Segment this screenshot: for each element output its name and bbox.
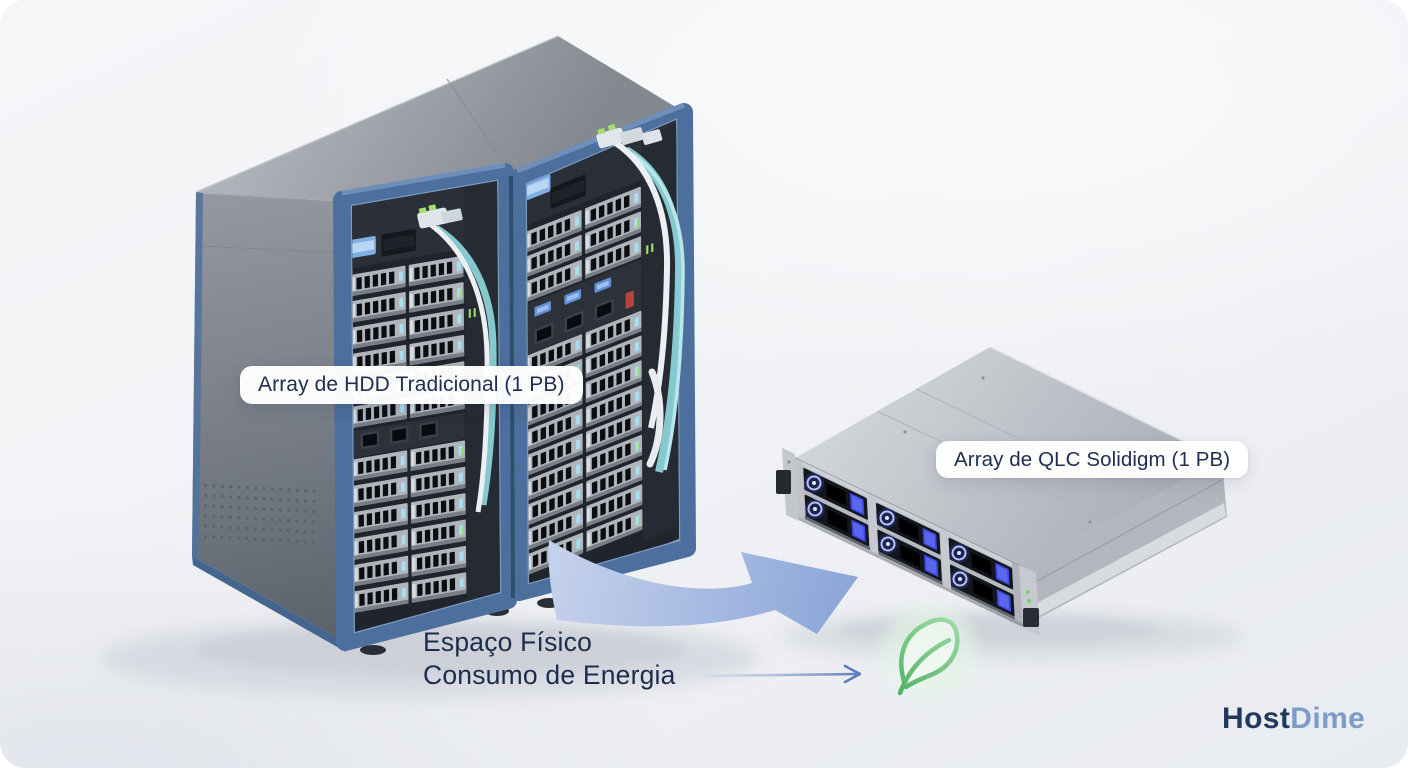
network-cables-left xyxy=(417,204,497,513)
vent-grille xyxy=(203,483,316,544)
hdd-rack-array xyxy=(192,35,696,655)
hdd-array-label: Array de HDD Tradicional (1 PB) xyxy=(240,366,583,404)
brand-part-host: Host xyxy=(1222,702,1291,735)
network-cables-right xyxy=(596,123,685,473)
rack-side-panel xyxy=(192,192,345,642)
brand-logo: HostDime xyxy=(1222,702,1365,736)
leaf-icon xyxy=(872,596,986,710)
benefit-line-consumo-energia: Consumo de Energia xyxy=(423,660,676,690)
benefit-text: Espaço Físico Consumo de Energia xyxy=(423,626,676,692)
thin-arrow-icon xyxy=(703,664,862,684)
server-rack-ear-right xyxy=(1019,565,1040,636)
benefit-line-espaco-fisico: Espaço Físico xyxy=(423,627,593,657)
server-rack-ear-left xyxy=(776,448,799,521)
drive-bay-left xyxy=(352,181,500,632)
curved-arrow-icon xyxy=(548,540,858,634)
qlc-array-label: Array de QLC Solidigm (1 PB) xyxy=(936,441,1249,478)
ssd-logo-icons xyxy=(804,473,970,589)
brand-part-dime: Dime xyxy=(1290,702,1366,735)
